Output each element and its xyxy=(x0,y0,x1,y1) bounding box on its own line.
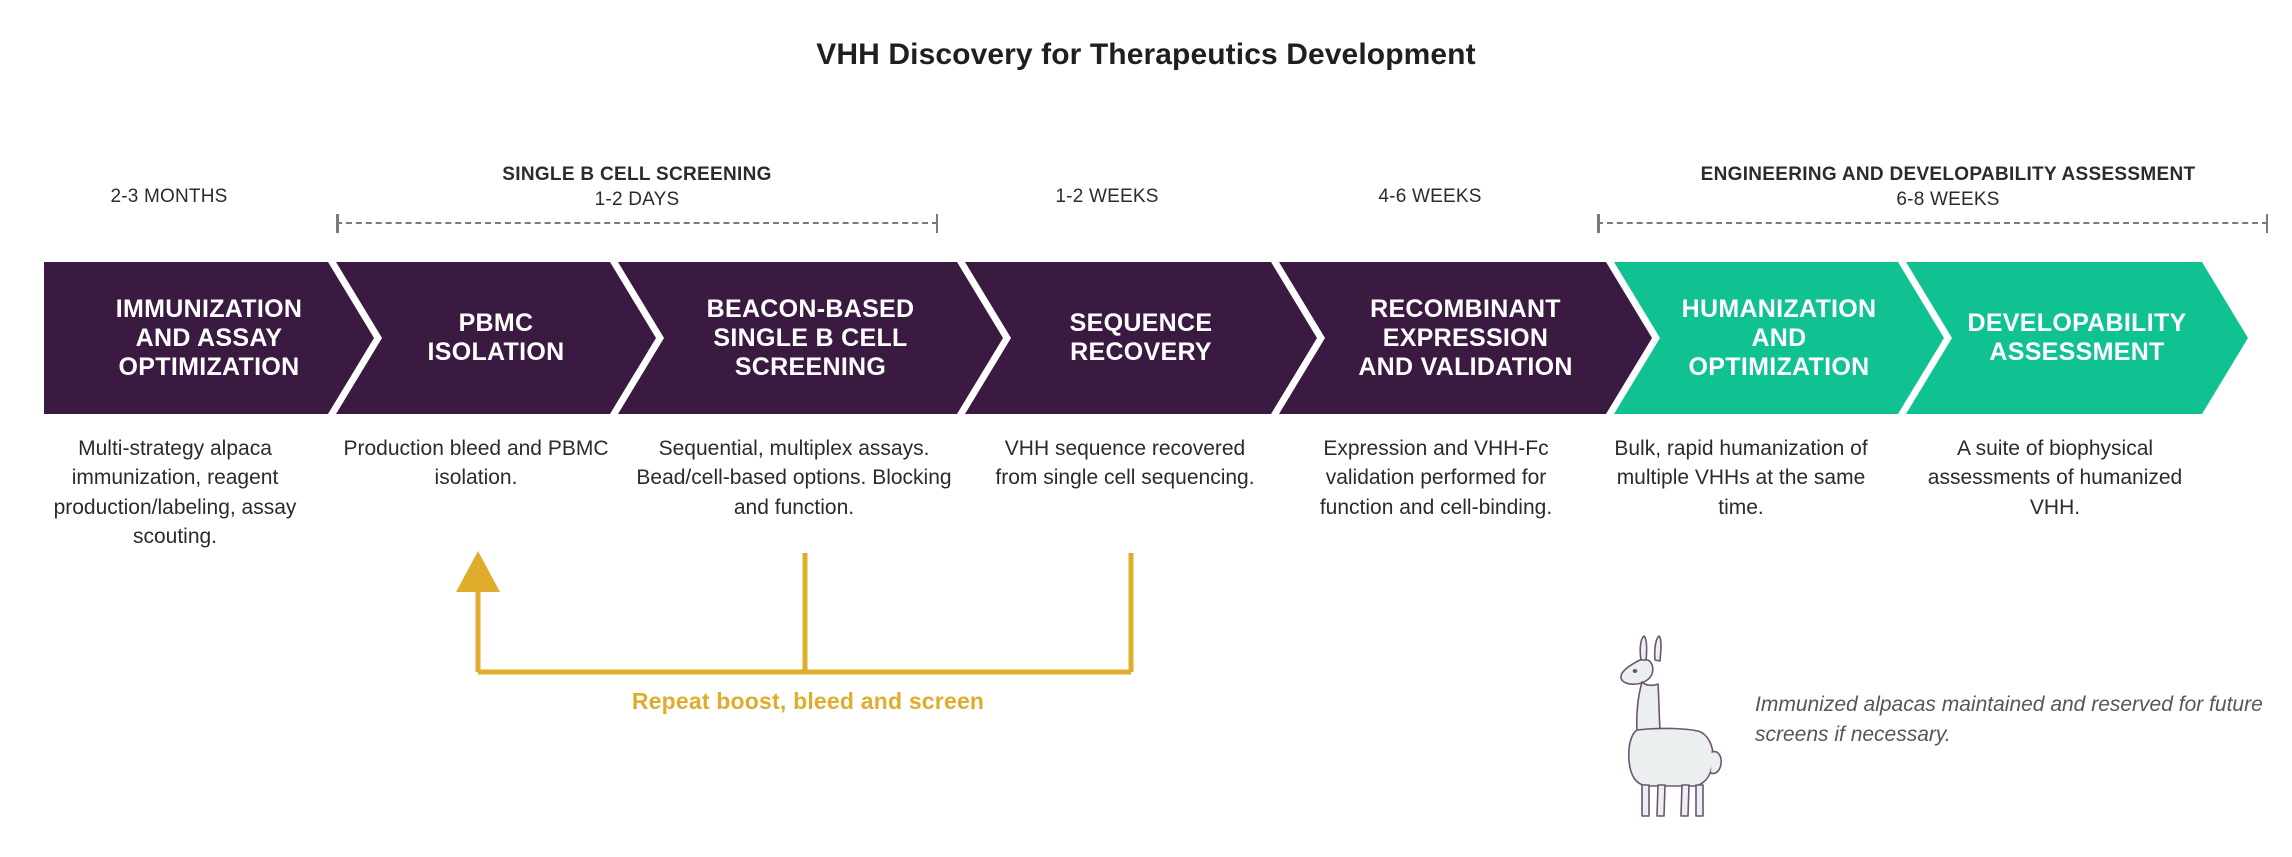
bracket-line xyxy=(1597,222,2268,224)
timeline-bracket-engineering xyxy=(1597,214,2268,233)
step-description-sequence-recovery: VHH sequence recovered from single cell … xyxy=(995,437,1255,490)
timeline-bracket-screening xyxy=(336,214,938,233)
timeline-group-title: SINGLE B CELL SCREENING xyxy=(502,164,772,185)
page-title: VHH Discovery for Therapeutics Developme… xyxy=(816,38,1476,71)
step-description-recombinant-expression: Expression and VHH-Fc validation perform… xyxy=(1319,437,1553,519)
step-description-beacon-screening: Sequential, multiplex assays. Bead/cell-… xyxy=(636,437,952,519)
timeline-duration: 1-2 DAYS xyxy=(594,189,680,210)
timeline-group-2: SINGLE B CELL SCREENING 1-2 DAYS xyxy=(487,164,787,211)
loop-arrow-head xyxy=(456,551,500,592)
timeline-group-5: ENGINEERING AND DEVELOPABILITY ASSESSMEN… xyxy=(1598,164,2292,211)
timeline-group-4: 4-6 WEEKS xyxy=(1305,186,1555,208)
step-description-humanization: Bulk, rapid humanization of multiple VHH… xyxy=(1614,437,1868,519)
timeline-duration: 6-8 WEEKS xyxy=(1896,189,2000,210)
bracket-tick-right xyxy=(2265,214,2268,233)
repeat-loop-label: Repeat boost, bleed and screen xyxy=(631,688,985,714)
step-description-pbmc-isolation: Production bleed and PBMC isolation. xyxy=(343,437,609,490)
step-description-immunization: Multi-strategy alpaca immunization, reag… xyxy=(53,437,297,549)
alpaca-icon xyxy=(1620,635,1722,817)
timeline-duration: 1-2 WEEKS xyxy=(1055,186,1159,207)
bracket-tick-right xyxy=(935,214,938,233)
timeline-duration: 2-3 MONTHS xyxy=(110,186,228,207)
alpaca-caption: Immunized alpacas maintained and reserve… xyxy=(1755,693,2263,747)
timeline-group-3: 1-2 WEEKS xyxy=(982,186,1232,208)
alpaca-eye xyxy=(1632,669,1638,673)
timeline-group-title: ENGINEERING AND DEVELOPABILITY ASSESSMEN… xyxy=(1700,164,2196,185)
timeline-group-1: 2-3 MONTHS xyxy=(44,186,294,208)
timeline-duration: 4-6 WEEKS xyxy=(1378,186,1482,207)
bracket-line xyxy=(336,222,938,224)
step-description-developability: A suite of biophysical assessments of hu… xyxy=(1927,437,2183,519)
